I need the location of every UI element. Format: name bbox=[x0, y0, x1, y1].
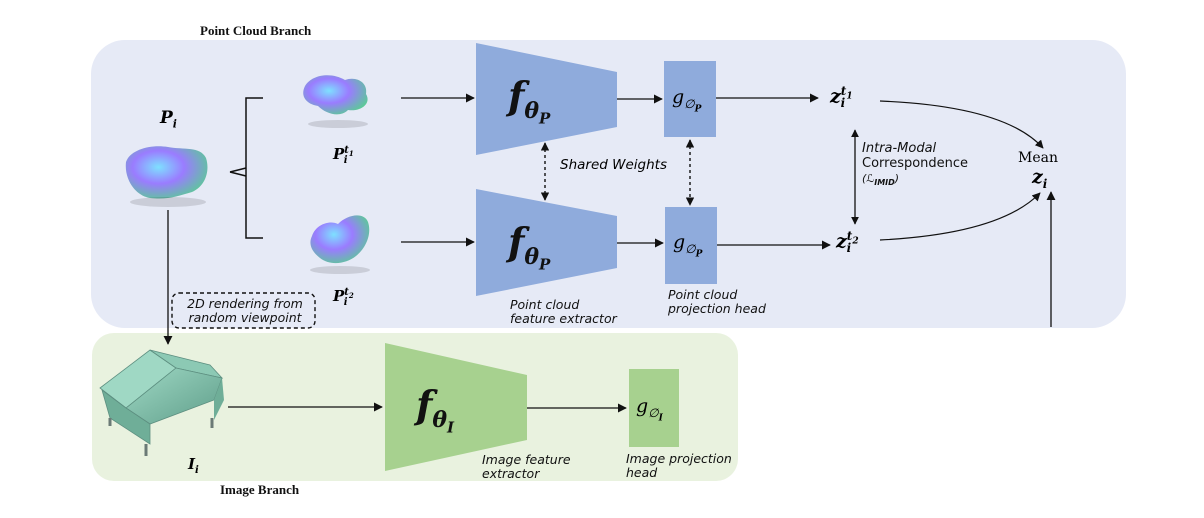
mean-label: Mean bbox=[1018, 150, 1058, 166]
label-image-i: Ii bbox=[188, 455, 199, 476]
point-cloud-branch-title: Point Cloud Branch bbox=[200, 23, 312, 38]
label-z1: zt1i bbox=[830, 84, 853, 111]
img-head bbox=[629, 369, 679, 447]
pc-head-top-symbol: g∅P bbox=[672, 86, 702, 115]
label-p-i-t1: Pt1i bbox=[333, 145, 354, 166]
pc-head-bottom-symbol: g∅P bbox=[673, 231, 703, 260]
pc-encoder-top-symbol: fθP bbox=[508, 73, 551, 127]
shared-weights-label: Shared Weights bbox=[560, 157, 667, 173]
pc-encoder-top bbox=[476, 43, 617, 155]
label-p-i-t2: Pt2i bbox=[333, 287, 354, 308]
img-head-symbol: g∅I bbox=[636, 395, 663, 424]
label-p-i: Pi bbox=[160, 108, 177, 131]
curve-z2-to-mean bbox=[879, 192, 1041, 241]
mean-z-label: zi bbox=[1032, 166, 1048, 191]
chair-image-art bbox=[99, 349, 224, 456]
pc-head-top bbox=[664, 61, 716, 137]
label-z2: zt2i bbox=[836, 229, 859, 256]
pc-encoder-bottom bbox=[476, 189, 617, 296]
img-encoder-symbol: fθI bbox=[416, 382, 455, 436]
rendering-box bbox=[171, 292, 316, 329]
image-branch-title: Image Branch bbox=[220, 482, 300, 497]
img-encoder bbox=[385, 343, 527, 471]
pc-encoder-bottom-symbol: fθP bbox=[508, 219, 551, 273]
thumb-pi-art bbox=[125, 146, 208, 207]
thumb-aug1-art bbox=[303, 75, 368, 128]
point-cloud-thumbnail-pi bbox=[109, 136, 225, 208]
intra-modal-label: Intra-Modal Correspondence (ℒIMID) bbox=[862, 141, 969, 188]
curve-z1-to-mean bbox=[879, 100, 1044, 149]
thumb-aug2-art bbox=[310, 215, 370, 274]
split-bracket bbox=[245, 97, 263, 239]
pc-head-bottom bbox=[665, 207, 717, 284]
